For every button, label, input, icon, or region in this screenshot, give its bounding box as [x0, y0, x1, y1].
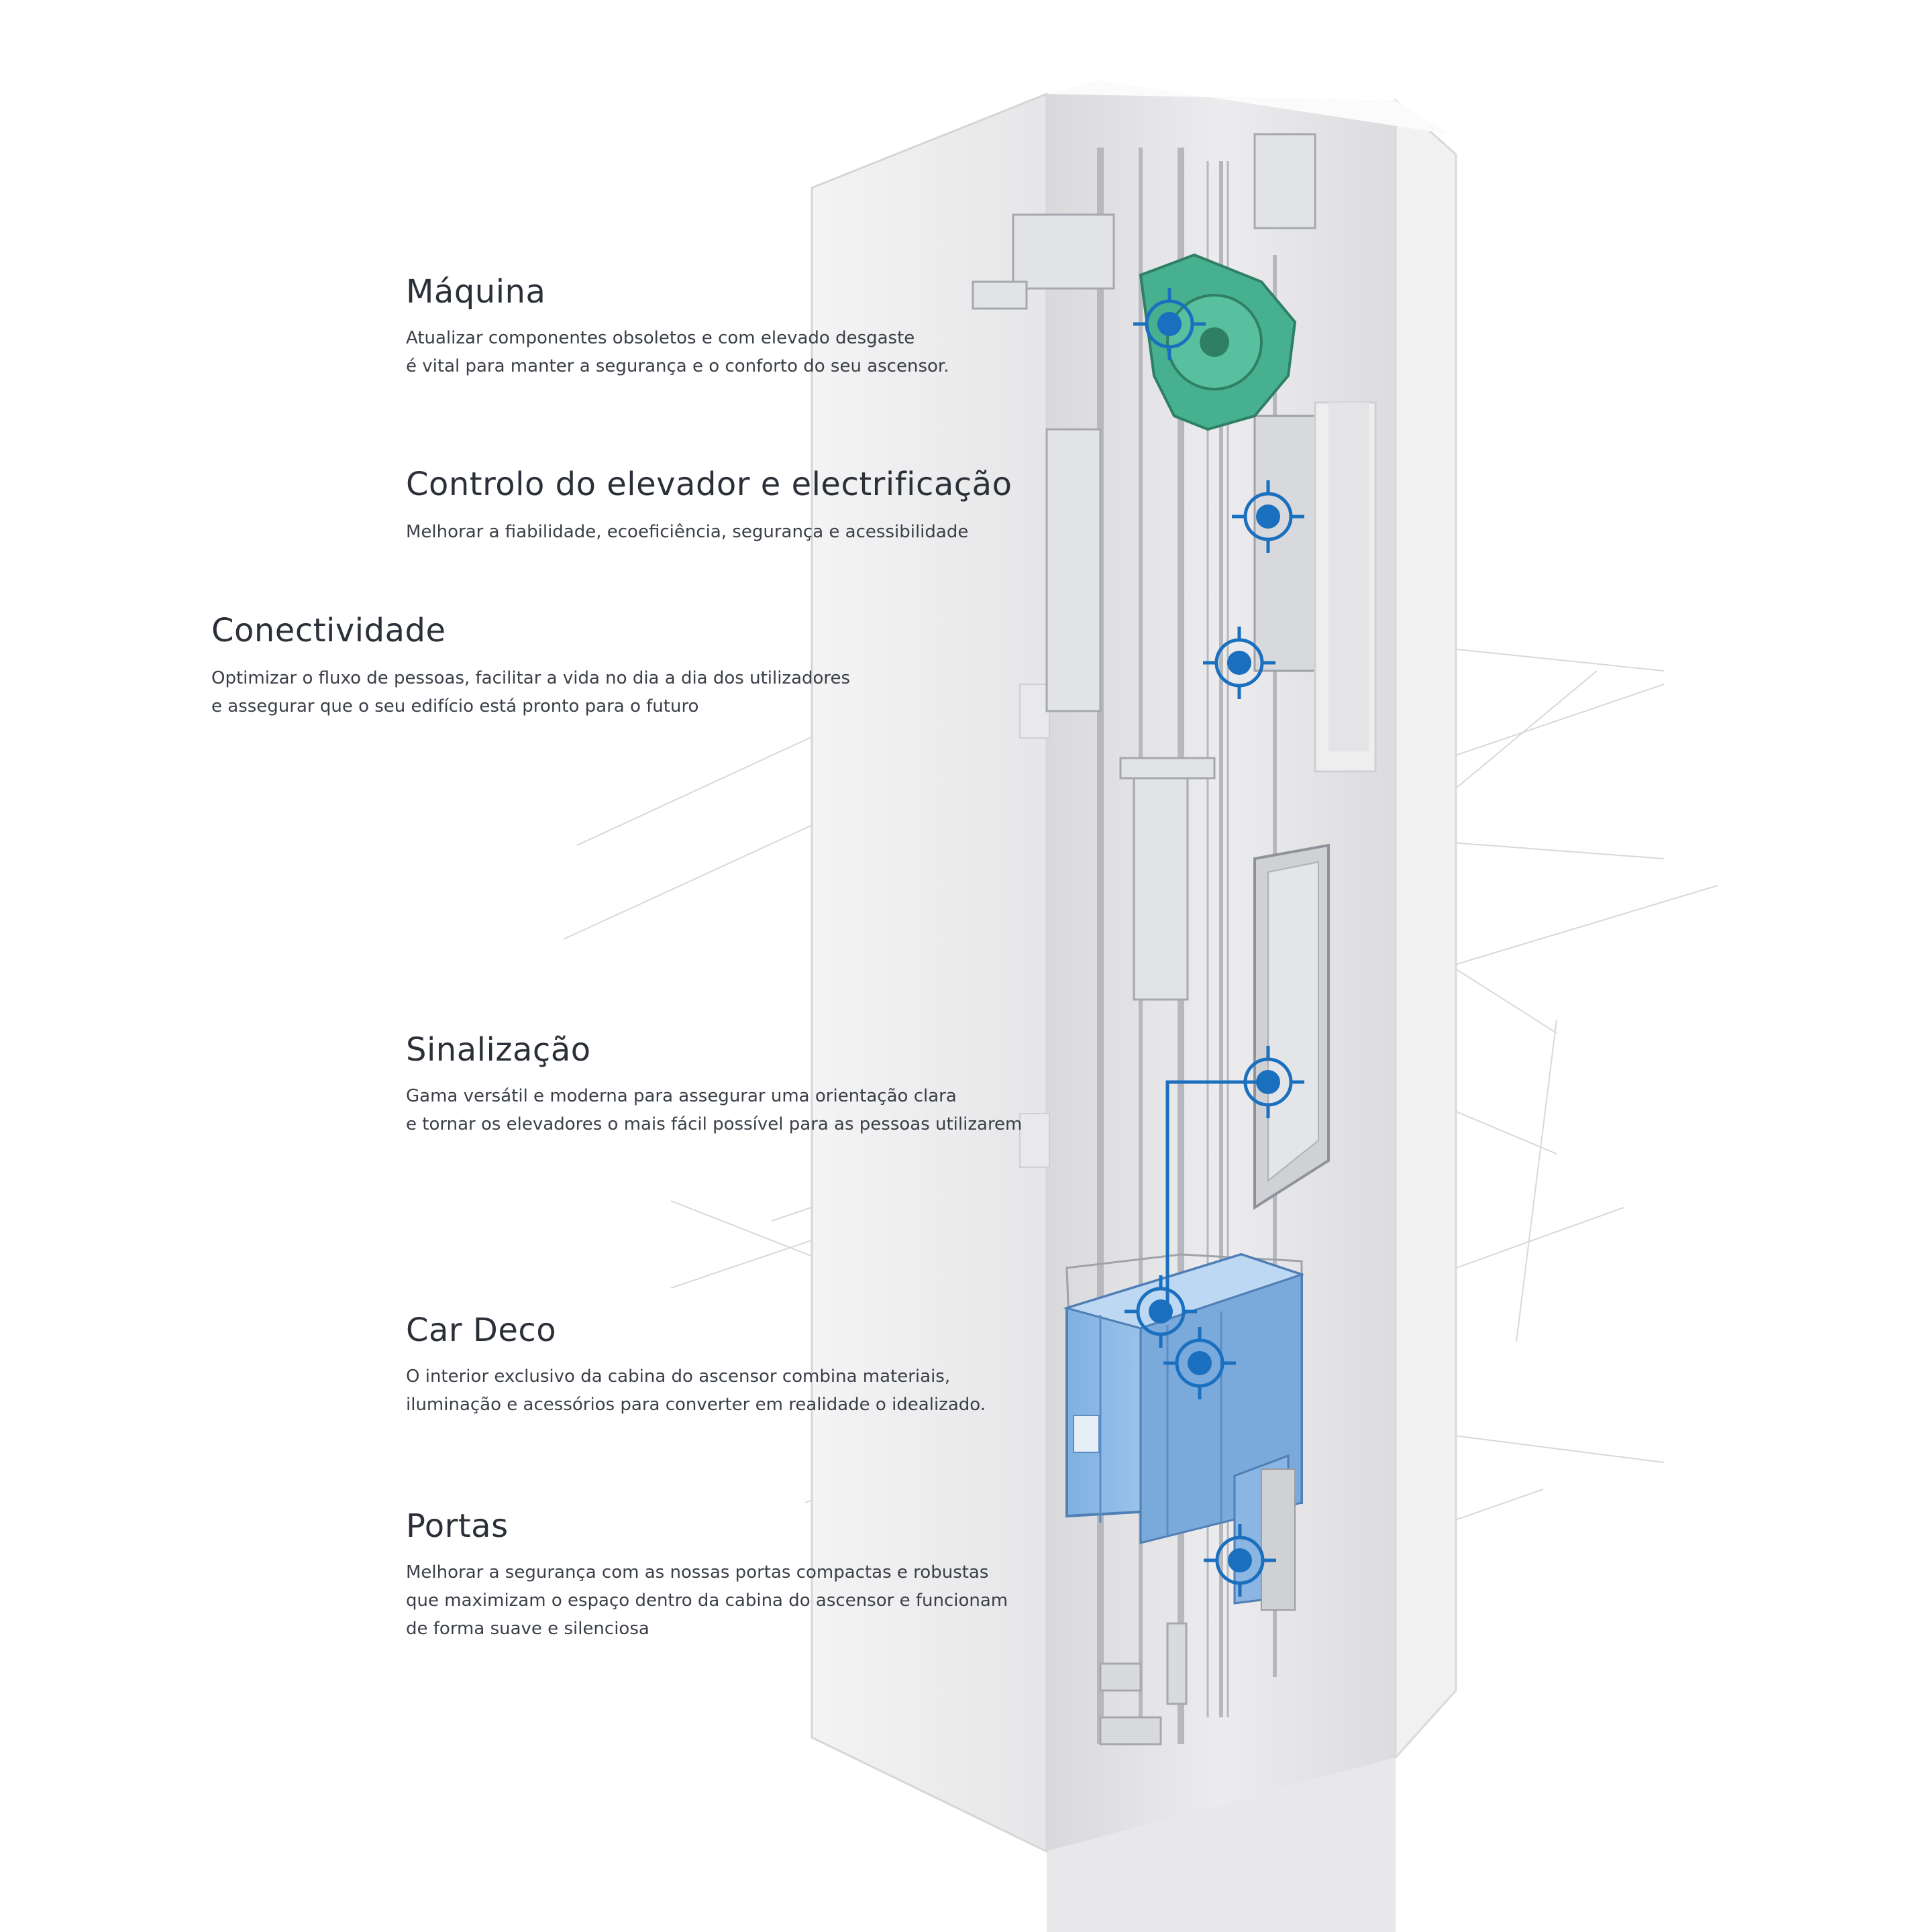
callout-car-deco: Car Deco O interior exclusivo da cabina …	[406, 1310, 1278, 1419]
landing-door	[1253, 843, 1330, 1210]
machine-marker[interactable]	[1133, 288, 1206, 360]
callout-controlo: Controlo do elevador e electrificação Me…	[406, 464, 1211, 546]
signalling-marker[interactable]	[1232, 1046, 1304, 1118]
signalling-car-marker[interactable]	[1125, 1275, 1197, 1348]
callout-sinalizacao: Sinalização Gama versátil e moderna para…	[406, 1030, 1278, 1138]
machine-drive	[1139, 253, 1297, 431]
callout-description: Gama versátil e moderna para assegurar u…	[406, 1086, 1023, 1134]
controller-cabinet	[1253, 401, 1377, 773]
car-deco-marker[interactable]	[1163, 1327, 1236, 1399]
callout-title: Máquina	[406, 273, 546, 311]
callout-description: Melhorar a segurança com as nossas porta…	[406, 1562, 1008, 1639]
connectivity-marker[interactable]	[1203, 627, 1275, 699]
controller-marker[interactable]	[1232, 480, 1304, 553]
callout-title: Sinalização	[406, 1031, 591, 1069]
callout-description: Atualizar componentes obsoletos e com el…	[406, 328, 949, 376]
doors-marker[interactable]	[1204, 1524, 1276, 1597]
callout-maquina: Máquina Atualizar componentes obsoletos …	[406, 272, 1077, 380]
callout-conectividade: Conectividade Optimizar o fluxo de pesso…	[211, 610, 1084, 720]
callout-title: Car Deco	[406, 1311, 557, 1349]
pit-buffers	[1099, 1622, 1188, 1746]
callout-title: Conectividade	[211, 612, 446, 649]
callout-description: Optimizar o fluxo de pessoas, facilitar …	[211, 668, 851, 716]
callout-portas: Portas Melhorar a segurança com as nossa…	[406, 1506, 1278, 1643]
callout-description: Melhorar a fiabilidade, ecoeficiência, s…	[406, 522, 969, 542]
callout-description: O interior exclusivo da cabina do ascens…	[406, 1366, 986, 1415]
callout-title: Portas	[406, 1507, 509, 1545]
leader-lines	[208, 322, 1268, 1562]
callout-title: Controlo do elevador e electrificação	[406, 466, 1012, 503]
